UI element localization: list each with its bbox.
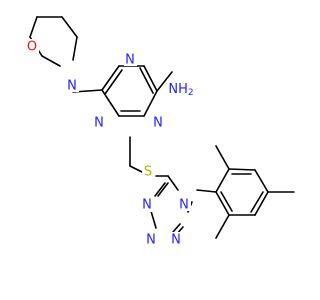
triazine-nitrogen-left: N [94, 116, 104, 131]
bond [220, 191, 233, 212]
bond [250, 191, 264, 213]
bond [139, 67, 154, 94]
triazine-nitrogen-right: N [153, 116, 163, 131]
bond [101, 89, 120, 117]
tetrazole-nitrogen-n4: N [142, 198, 152, 213]
methyl-bond [215, 145, 230, 170]
sulfur-atom: S [144, 165, 152, 180]
bond [29, 16, 38, 38]
bond [254, 191, 269, 216]
bond [143, 65, 158, 92]
tetrazole-nitrogen-n3: N [146, 233, 156, 248]
bond [41, 55, 61, 67]
tetrazole-nitrogen-n1: N [179, 198, 189, 213]
tetrazole-nitrogen-n2: N [171, 233, 181, 248]
bond [167, 175, 179, 191]
molecule-structure: O N N N N NH2 S N N N N [26, 16, 295, 248]
amine-subscript: 2 [188, 88, 194, 98]
amine-group: NH2 [168, 82, 193, 99]
bond [157, 182, 169, 197]
bond [156, 71, 173, 92]
bond [154, 182, 166, 197]
bond [129, 165, 143, 173]
bond [228, 168, 256, 171]
bond-layer [29, 16, 295, 239]
bond [215, 168, 230, 193]
bond [104, 69, 123, 95]
triazine-nitrogen-top: N [125, 53, 135, 68]
bond [254, 169, 269, 193]
bond [72, 36, 78, 61]
bond [215, 191, 230, 216]
bond [172, 223, 181, 233]
bond [150, 210, 157, 229]
bond [143, 90, 158, 117]
atom-label-layer: O N N N N NH2 S N N N N [26, 39, 199, 248]
methyl-bond [215, 214, 230, 239]
morpholine-nitrogen-atom: N [67, 79, 77, 94]
bond [61, 16, 78, 38]
bond [196, 189, 217, 193]
bond [101, 65, 120, 91]
oxygen-atom: O [27, 40, 37, 55]
